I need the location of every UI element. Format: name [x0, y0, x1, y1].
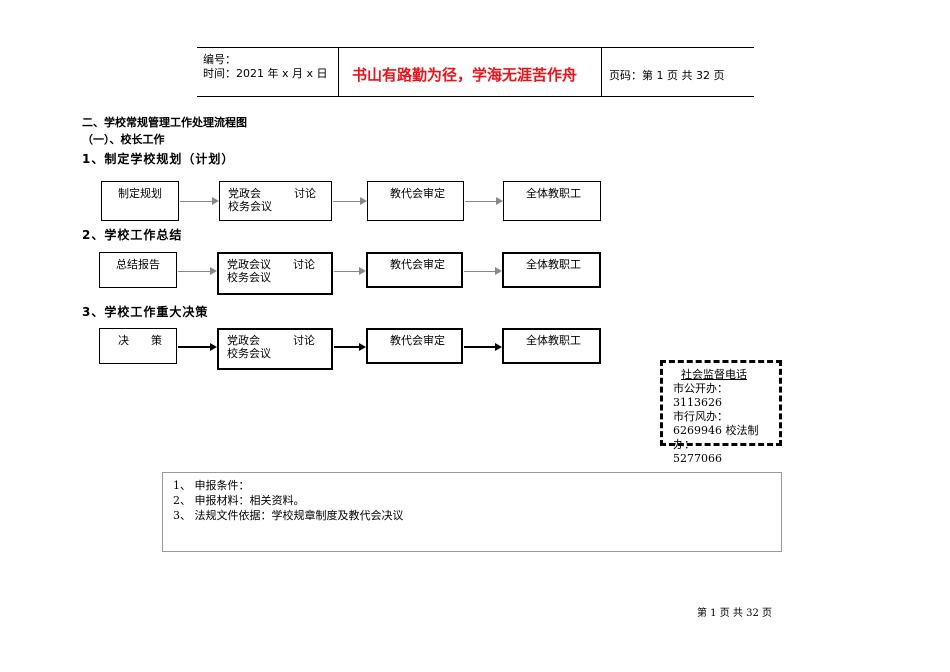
hotline-line: 市公开办：3113626 — [673, 382, 728, 409]
notes-box: 1、 申报条件： 2、 申报材料：相关资料。 3、 法规文件依据：学校规章制度及… — [162, 472, 782, 552]
step-label: 教代会审定 — [390, 258, 445, 271]
step-label: 决 策 — [118, 334, 162, 347]
flow-step-congress-review: 教代会审定 — [366, 328, 463, 364]
flow-step-congress-review: 教代会审定 — [366, 252, 463, 288]
flow-step-congress-review: 教代会审定 — [367, 181, 464, 221]
step-label: 全体教职工 — [526, 187, 581, 200]
flow-step-decision: 决 策 — [99, 328, 177, 364]
flow-step-party-meeting: 党政会议 讨论 校务会议 — [217, 252, 333, 295]
flow-step-party-meeting: 党政会 讨论 校务会议 — [217, 328, 333, 370]
flow-step-plan: 制定规划 — [101, 181, 179, 221]
flow-step-summary: 总结报告 — [99, 252, 177, 288]
hotline-title: 社会监督电话 — [681, 368, 747, 381]
step-label-2: 校务会议 — [227, 347, 271, 360]
page-info: 页码：第 1 页 共 32 页 — [609, 69, 725, 82]
step-label-2: 校务会议 — [228, 200, 272, 213]
step-label: 教代会审定 — [390, 334, 445, 347]
note-item: 1、 申报条件： — [173, 479, 250, 492]
flow-step-all-staff: 全体教职工 — [502, 328, 601, 364]
motto: 书山有路勤为径，学海无涯苦作舟 — [352, 66, 578, 84]
flow-step-all-staff: 全体教职工 — [503, 181, 601, 221]
note-item: 3、 法规文件依据：学校规章制度及教代会决议 — [173, 509, 404, 522]
step-label-2: 校务会议 — [227, 271, 271, 284]
section-heading-2: 2、学校工作总结 — [82, 228, 183, 242]
document-subtitle: （一）、校长工作 — [82, 133, 165, 146]
time-label: 时间：2021 年 x 月 x 日 — [203, 67, 328, 80]
step-label: 总结报告 — [116, 258, 160, 271]
supervision-hotline-box: 社会监督电话 市公开办：3113626 市行风办： 6269946 校法制办： … — [660, 360, 782, 465]
hotline-line: 5277066 — [673, 452, 722, 465]
number-label: 编号： — [203, 53, 236, 66]
hotline-line: 6269946 校法制办： — [673, 424, 759, 451]
step-label: 党政会 讨论 — [227, 334, 315, 347]
step-label: 制定规划 — [118, 187, 162, 200]
step-label: 全体教职工 — [526, 334, 581, 347]
step-label: 党政会 讨论 — [228, 187, 316, 200]
step-label: 教代会审定 — [390, 187, 445, 200]
section-heading-1: 1、制定学校规划（计划） — [82, 152, 235, 166]
page-footer: 第 1 页 共 32 页 — [697, 608, 772, 619]
hotline-line: 市行风办： — [673, 410, 728, 423]
flow-step-all-staff: 全体教职工 — [502, 252, 601, 288]
document-title: 二、学校常规管理工作处理流程图 — [82, 116, 247, 129]
step-label: 党政会议 讨论 — [227, 258, 315, 271]
flow-step-party-meeting: 党政会 讨论 校务会议 — [219, 181, 332, 221]
step-label: 全体教职工 — [526, 258, 581, 271]
section-heading-3: 3、学校工作重大决策 — [82, 305, 209, 319]
note-item: 2、 申报材料：相关资料。 — [173, 494, 305, 507]
